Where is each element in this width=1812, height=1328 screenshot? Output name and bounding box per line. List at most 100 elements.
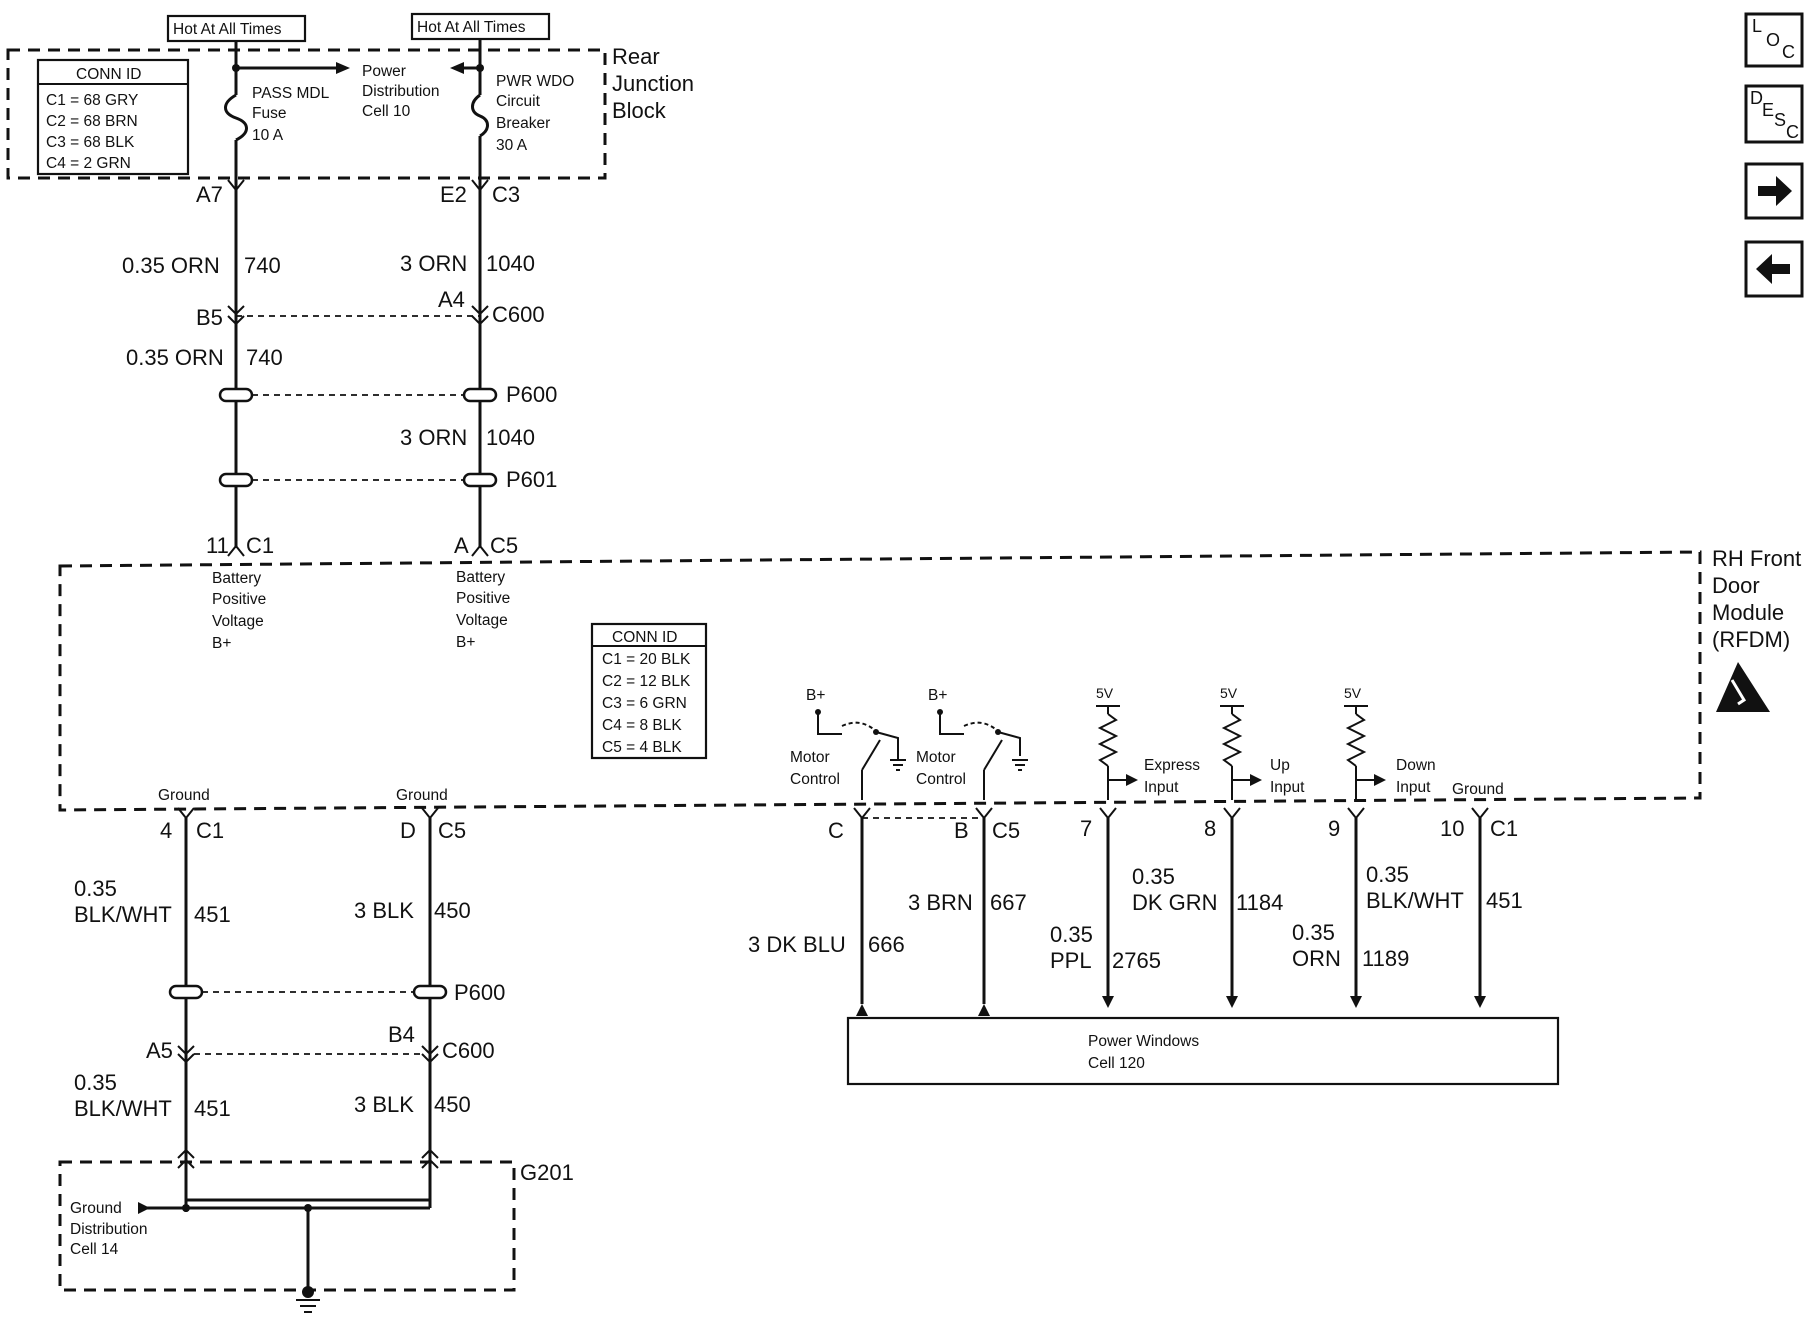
bplus-short: B+: [806, 687, 825, 704]
nav-loc-letter: C: [1782, 42, 1795, 62]
rear-junction-block: Hot At All Times Hot At All Times Rear J…: [6, 12, 694, 190]
ground-icon: [890, 759, 906, 771]
connector-fork-icon: [1347, 807, 1365, 820]
pdc-label: Power: [362, 63, 406, 80]
inline-connector-icon: [421, 1148, 439, 1169]
bplus-label: B+: [456, 634, 475, 651]
ground-wires: 4 C1 0.35 BLK/WHT 451 A5 0.35 BLK/WHT 45…: [58, 807, 574, 1313]
conn-a7: A7: [196, 182, 223, 207]
connector-fork-icon: [471, 544, 489, 557]
splice-icon: [168, 984, 204, 1000]
up-input-circuit: 5V Up Input: [1220, 685, 1305, 800]
rfdm-module: RH Front Door Module (RFDM) Battery Posi…: [58, 546, 1801, 812]
nav-desc-letter: S: [1774, 110, 1786, 130]
wire-label: 0.35: [1132, 864, 1175, 889]
nav-desc-letter: E: [1762, 100, 1774, 120]
pdc-label: Distribution: [362, 83, 440, 100]
nav-desc-letter: C: [1786, 122, 1799, 142]
ground-label: Ground: [158, 787, 210, 804]
circuit-number: 740: [246, 345, 283, 370]
circuit-number: 451: [194, 902, 231, 927]
circuit-breaker-icon: [471, 93, 489, 138]
circuit-number: 666: [868, 932, 905, 957]
ground-icon: [1012, 759, 1028, 771]
arrow-up-icon: [856, 1004, 868, 1016]
connector-fork-icon: [471, 179, 489, 192]
conn-id-item: C1 = 68 GRY: [46, 92, 138, 109]
express-label: Input: [1144, 779, 1179, 796]
down-label: Input: [1396, 779, 1431, 796]
circuit-number: 1184: [1236, 890, 1283, 915]
pin-9: 9: [1328, 816, 1340, 841]
rfdm-label: RH Front: [1712, 546, 1801, 571]
bplus-label: Voltage: [456, 612, 508, 629]
inline-connector-icon: [421, 1045, 439, 1064]
arrow-right-icon: [1250, 774, 1262, 786]
connector-fork-icon: [1223, 807, 1241, 820]
circuit-number: 2765: [1112, 948, 1161, 973]
arrow-down-icon: [1474, 996, 1486, 1008]
arrow-left-icon: [1756, 254, 1790, 284]
connector-fork-icon: [177, 807, 195, 820]
conn-e2: E2: [440, 182, 467, 207]
breaker-label: 30 A: [496, 137, 528, 154]
pin-b: B: [954, 818, 969, 843]
nav-next-button[interactable]: [1744, 162, 1804, 220]
splice-icon: [462, 387, 498, 403]
rear-junction-block-outline: [6, 48, 607, 180]
wire-label: 0.35: [1050, 922, 1093, 947]
splice-icon: [218, 472, 254, 488]
down-label: Down: [1396, 757, 1436, 774]
ground-icon: [296, 1299, 320, 1313]
pin-11: 11: [206, 533, 229, 558]
resistor-icon: [1097, 713, 1119, 767]
conn-id-title-top: CONN ID: [76, 66, 141, 83]
conn-id-item: C4 = 8 BLK: [602, 717, 682, 734]
fuse-label: Fuse: [252, 105, 286, 122]
wire-label: 0.35: [1366, 862, 1409, 887]
connector-fork-icon: [975, 807, 993, 820]
rfdm-label: (RFDM): [1712, 627, 1790, 652]
conn-id-item: C3 = 68 BLK: [46, 134, 135, 151]
g201-outline: [58, 1160, 516, 1292]
arrow-left-icon: [450, 62, 464, 74]
resistor-icon: [1221, 713, 1243, 767]
motor-control-label: Motor: [916, 749, 956, 766]
circuit-number: 740: [244, 253, 281, 278]
motor-control-switch-2: B+ Motor Control: [916, 687, 1028, 800]
power-windows-box[interactable]: [846, 1016, 1560, 1086]
arrow-right-icon: [138, 1202, 150, 1214]
hot-at-all-times-box-2: [410, 12, 551, 41]
circuit-number: 450: [434, 898, 471, 923]
resistor-icon: [1345, 713, 1367, 767]
conn-c1: C1: [1490, 816, 1518, 841]
circuit-number: 1040: [486, 251, 535, 276]
five-v-label: 5V: [1096, 685, 1114, 701]
breaker-label: PWR WDO: [496, 73, 574, 90]
conn-id-item: C2 = 68 BRN: [46, 113, 138, 130]
nav-desc-button[interactable]: D E S C: [1744, 84, 1804, 144]
arrow-right-icon: [1126, 774, 1138, 786]
wire-label: 3 BLK: [354, 898, 414, 923]
conn-c1: C1: [196, 818, 224, 843]
ground-label: Ground: [396, 787, 448, 804]
nav-loc-letter: O: [1766, 30, 1780, 50]
arrow-right-icon: [1758, 176, 1792, 206]
wire-label: 3 DK BLU: [748, 932, 846, 957]
conn-c5: C5: [490, 533, 518, 558]
nav-loc-button[interactable]: L O C: [1744, 12, 1804, 68]
connector-fork-icon: [1471, 807, 1489, 820]
bplus-short: B+: [928, 687, 947, 704]
splice-p600: P600: [454, 980, 505, 1005]
pin-a: A: [454, 533, 469, 558]
splice-icon: [218, 387, 254, 403]
conn-id-title-module: CONN ID: [612, 629, 677, 646]
breaker-label: Breaker: [496, 115, 550, 132]
circuit-number: 451: [194, 1096, 231, 1121]
conn-a4: A4: [438, 287, 465, 312]
up-label: Input: [1270, 779, 1305, 796]
arrow-down-icon: [1226, 996, 1238, 1008]
down-input-circuit: 5V Down Input: [1344, 685, 1436, 800]
nav-prev-button[interactable]: [1744, 240, 1804, 298]
bplus-label: B+: [212, 635, 231, 652]
